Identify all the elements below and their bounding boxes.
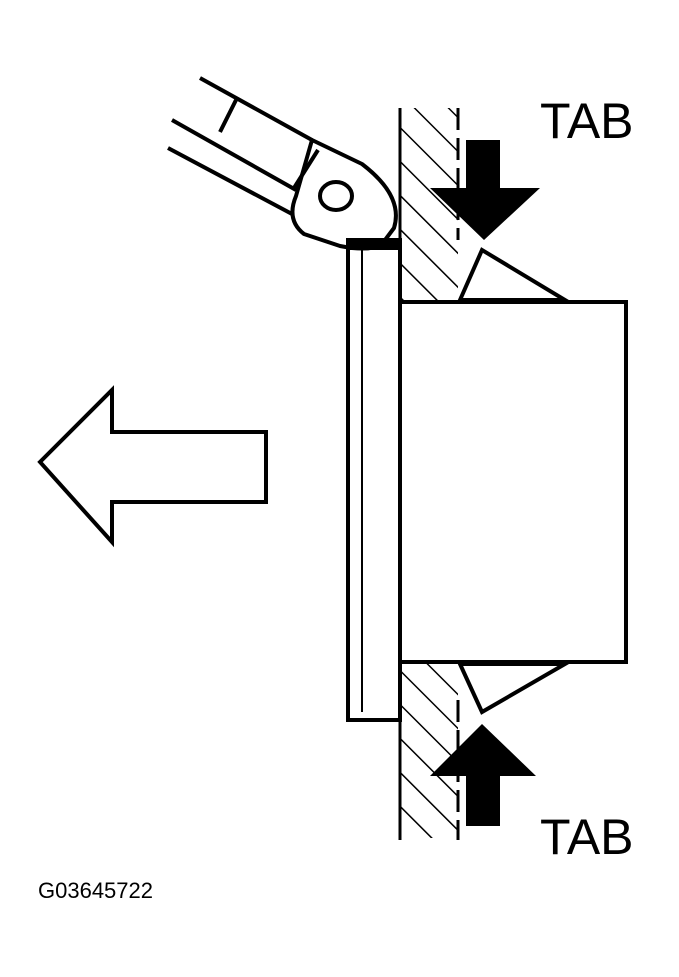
pry-tool: [167, 76, 398, 251]
component-body: [398, 247, 628, 715]
tab-press-arrow-bottom-icon: [430, 724, 536, 826]
component-bezel: [346, 238, 402, 722]
pull-direction-arrow-icon: [37, 385, 268, 548]
tab-label-top: TAB: [540, 93, 634, 149]
retaining-tab-bottom: [456, 662, 573, 715]
tab-label-bottom: TAB: [540, 809, 634, 865]
retaining-tab-top: [456, 247, 573, 302]
tab-press-arrow-top-icon: [430, 140, 540, 240]
figure-id: G03645722: [38, 878, 153, 903]
